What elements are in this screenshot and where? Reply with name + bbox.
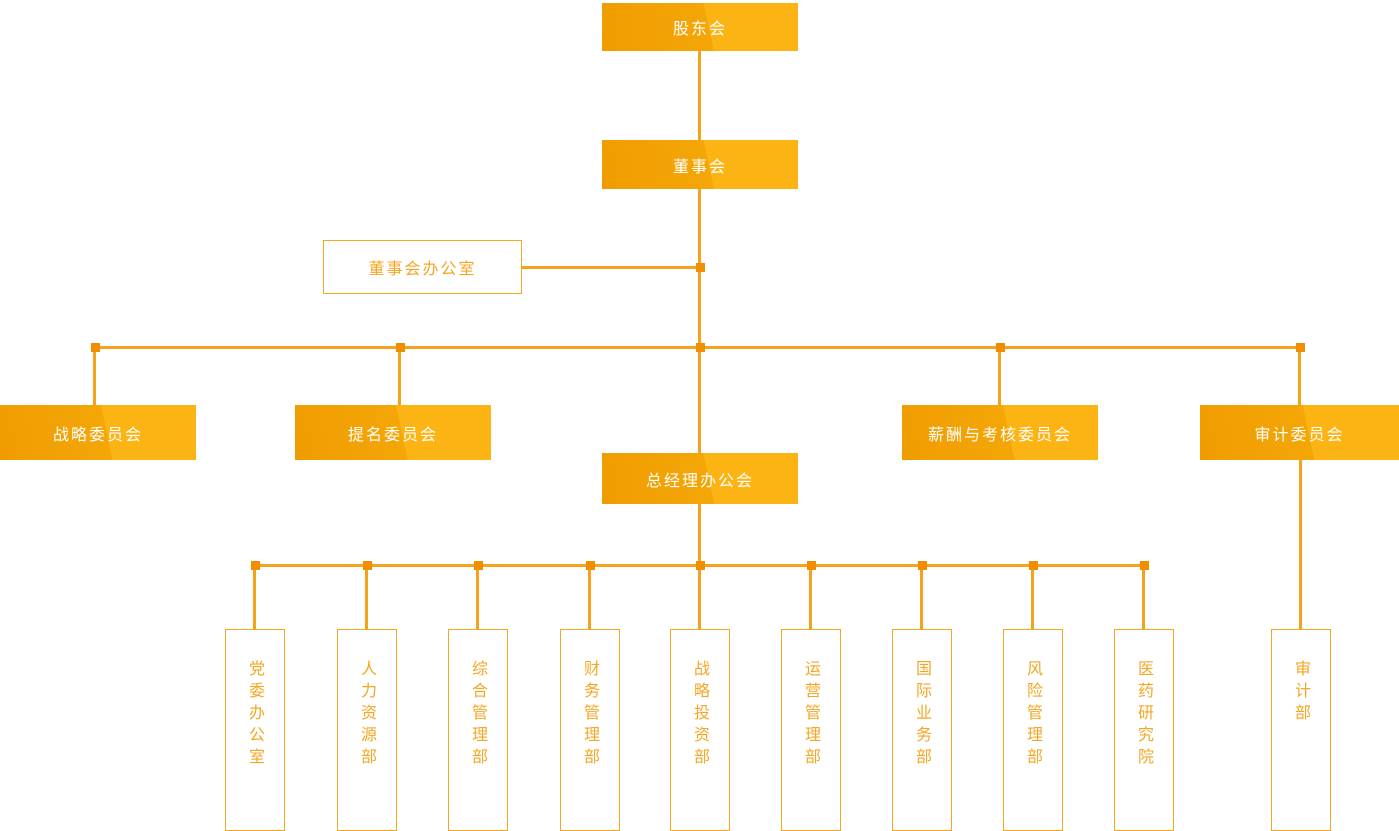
org-node-board-office: 董事会办公室	[323, 240, 522, 294]
connector-node	[807, 561, 816, 570]
org-node-gm-office-meeting: 总经理办公会	[602, 453, 798, 504]
org-node-dept-pharma-research-institute: 医药研究院	[1114, 629, 1174, 831]
org-node-dept-audit: 审计部	[1271, 629, 1331, 831]
connector-line	[398, 347, 401, 405]
org-node-remuneration-assessment-committee: 薪酬与考核委员会	[902, 405, 1098, 460]
org-node-dept-strategic-investment: 战略投资部	[670, 629, 730, 831]
connector-line	[698, 504, 701, 566]
connector-line	[920, 565, 923, 629]
org-node-shareholders-meeting: 股东会	[602, 3, 798, 51]
department-label: 国际业务部	[913, 660, 932, 770]
connector-node	[586, 561, 595, 570]
org-node-board-of-directors: 董事会	[602, 140, 798, 189]
connector-node	[396, 343, 405, 352]
connector-node	[91, 343, 100, 352]
connector-node	[996, 343, 1005, 352]
connector-node	[363, 561, 372, 570]
connector-line	[809, 565, 812, 629]
connector-line	[698, 565, 701, 629]
connector-line	[698, 347, 701, 453]
connector-node	[918, 561, 927, 570]
department-label: 风险管理部	[1024, 660, 1043, 770]
org-node-dept-party-committee-office: 党委办公室	[225, 629, 285, 831]
org-node-dept-human-resources: 人力资源部	[337, 629, 397, 831]
connector-node	[1029, 561, 1038, 570]
org-node-dept-risk-management: 风险管理部	[1003, 629, 1063, 831]
department-label: 党委办公室	[246, 660, 265, 770]
department-label: 战略投资部	[691, 660, 710, 770]
connector-node	[696, 263, 705, 272]
connector-line	[1142, 565, 1145, 629]
connector-line	[1031, 565, 1034, 629]
connector-line	[522, 266, 700, 269]
connector-node	[1140, 561, 1149, 570]
connector-node	[696, 561, 705, 570]
org-node-dept-finance-management: 财务管理部	[560, 629, 620, 831]
department-label: 综合管理部	[469, 660, 488, 770]
connector-line	[476, 565, 479, 629]
department-label: 运营管理部	[802, 660, 821, 770]
org-node-dept-operations-management: 运营管理部	[781, 629, 841, 831]
connector-line	[1299, 460, 1302, 629]
org-node-dept-international-business: 国际业务部	[892, 629, 952, 831]
org-node-nomination-committee: 提名委员会	[295, 405, 491, 460]
connector-node	[1296, 343, 1305, 352]
connector-line	[588, 565, 591, 629]
connector-line	[998, 347, 1001, 405]
department-label: 医药研究院	[1135, 660, 1154, 770]
department-label: 审计部	[1292, 660, 1311, 726]
org-node-dept-general-management: 综合管理部	[448, 629, 508, 831]
connector-line	[698, 51, 701, 140]
org-node-audit-committee: 审计委员会	[1200, 405, 1399, 460]
connector-node	[251, 561, 260, 570]
connector-node	[696, 343, 705, 352]
connector-line	[93, 347, 96, 405]
connector-line	[253, 565, 256, 629]
connector-node	[474, 561, 483, 570]
department-label: 人力资源部	[358, 660, 377, 770]
connector-line	[365, 565, 368, 629]
connector-line	[1298, 347, 1301, 405]
department-label: 财务管理部	[581, 660, 600, 770]
org-node-strategy-committee: 战略委员会	[0, 405, 196, 460]
